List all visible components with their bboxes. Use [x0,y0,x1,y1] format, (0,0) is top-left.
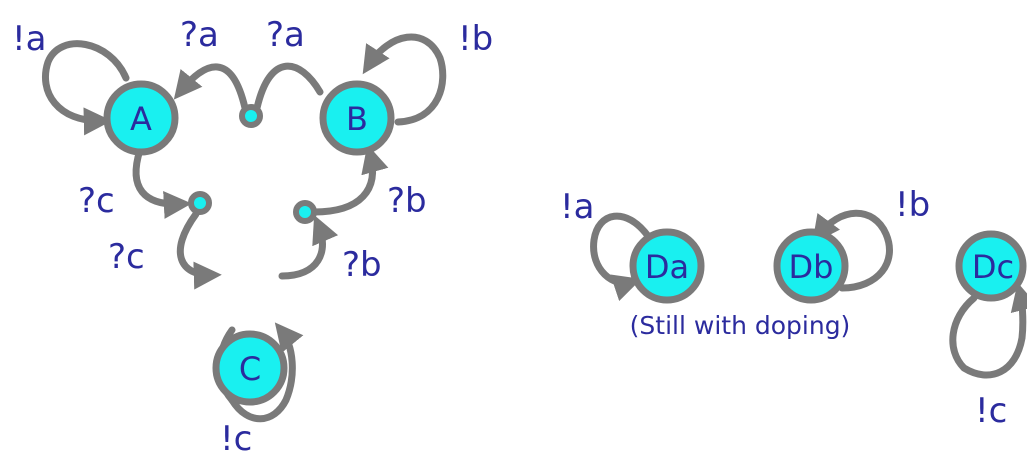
label-A-out: ?c [78,181,115,221]
label-Db-loop: !b [895,185,930,225]
state-A-label: A [130,100,152,138]
edge-hub-to-A [173,63,249,112]
label-B-loop: !b [458,19,493,59]
state-A-circle [103,80,179,156]
label-A-in: ?a [180,15,219,55]
hub-node-right [293,200,317,224]
state-C-label: C [239,350,261,388]
state-Da-circle [629,228,705,304]
label-B-in: ?a [266,15,305,55]
state-C-circle [212,330,288,406]
label-Da-loop: !a [560,187,594,227]
edge-hub-to-B-b [310,144,389,216]
state-Db-circle [773,228,849,304]
caption: (Still with doping) [630,311,851,340]
edge-C-to-hub [278,214,339,280]
hub-node-left [188,191,212,215]
state-B-circle [319,80,395,156]
state-Db-label: Db [789,248,834,286]
state-B-label: B [346,100,368,138]
edge-Dc-self-loop [949,282,1027,379]
edge-C-self-loop [228,322,304,423]
edge-Db-self-loop [812,209,893,292]
hub-node-top [239,104,263,128]
label-C-out: ?b [342,245,382,285]
state-Dc-circle [955,230,1027,302]
label-C-loop: !c [220,419,252,459]
label-A-loop: !a [12,19,46,59]
state-Da-label: Da [645,248,689,286]
edge-hub-to-B [253,62,324,112]
edge-A-to-hub [132,146,192,219]
edge-B-self-loop [362,33,447,126]
label-B-out: ?b [387,181,427,221]
label-C-in: ?c [108,237,145,277]
label-Dc-loop: !c [975,391,1007,431]
edge-Da-self-loop [590,212,652,302]
edge-hub-to-C [176,210,222,290]
state-Dc-label: Dc [972,248,1014,286]
edge-A-self-loop [41,40,130,136]
